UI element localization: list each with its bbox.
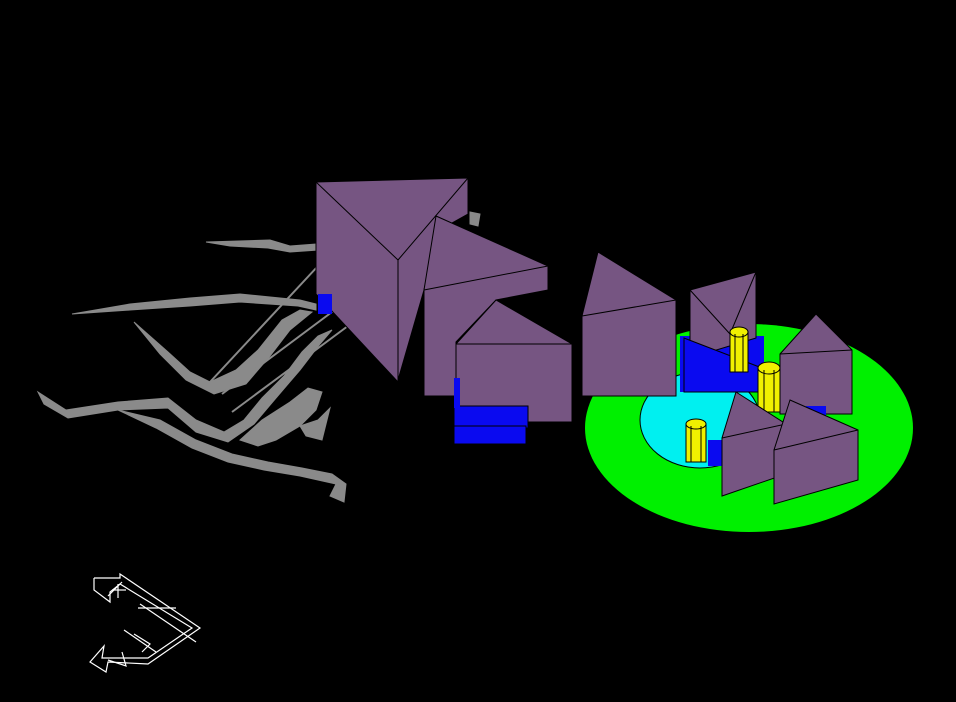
contour-line (36, 329, 333, 443)
terrain-contours (36, 211, 481, 503)
building-wall (773, 399, 859, 505)
roof-ridge (779, 349, 853, 355)
contour-line (133, 309, 314, 395)
terrain-ridge-lines (209, 265, 357, 413)
roof-ridge (689, 289, 731, 335)
base-slab (454, 378, 460, 408)
contour-line (239, 387, 323, 447)
building-lawn-north[interactable] (680, 271, 764, 393)
roof-ridge (721, 423, 787, 439)
building-east[interactable] (581, 251, 677, 397)
contour-line (117, 409, 347, 503)
column-group (685, 326, 781, 463)
roof-ridge (315, 181, 399, 261)
contour-line (71, 293, 317, 315)
contour-line (205, 239, 319, 253)
roof-ridge (581, 299, 677, 317)
column[interactable] (757, 361, 781, 413)
roof-ridge (423, 265, 549, 291)
building-front[interactable] (453, 299, 573, 445)
ridge-line (231, 319, 357, 413)
building-wall (581, 251, 677, 397)
roof-ridge (729, 271, 757, 335)
ridge-line (221, 305, 341, 395)
column[interactable] (685, 418, 707, 463)
building-large[interactable] (315, 176, 469, 384)
ridge-line (209, 265, 319, 383)
building-middle[interactable] (423, 215, 549, 397)
base-slab (453, 425, 527, 445)
building-lawn-south[interactable] (708, 391, 859, 505)
column[interactable] (729, 326, 749, 373)
building-wall (423, 215, 549, 397)
contour-line (299, 406, 331, 441)
roof-ridge (773, 429, 859, 451)
building-wall (721, 391, 787, 497)
contour-line (469, 211, 481, 227)
base-slab (318, 294, 332, 314)
base-slab (453, 405, 529, 429)
ucs-axis-icon[interactable] (89, 572, 202, 673)
